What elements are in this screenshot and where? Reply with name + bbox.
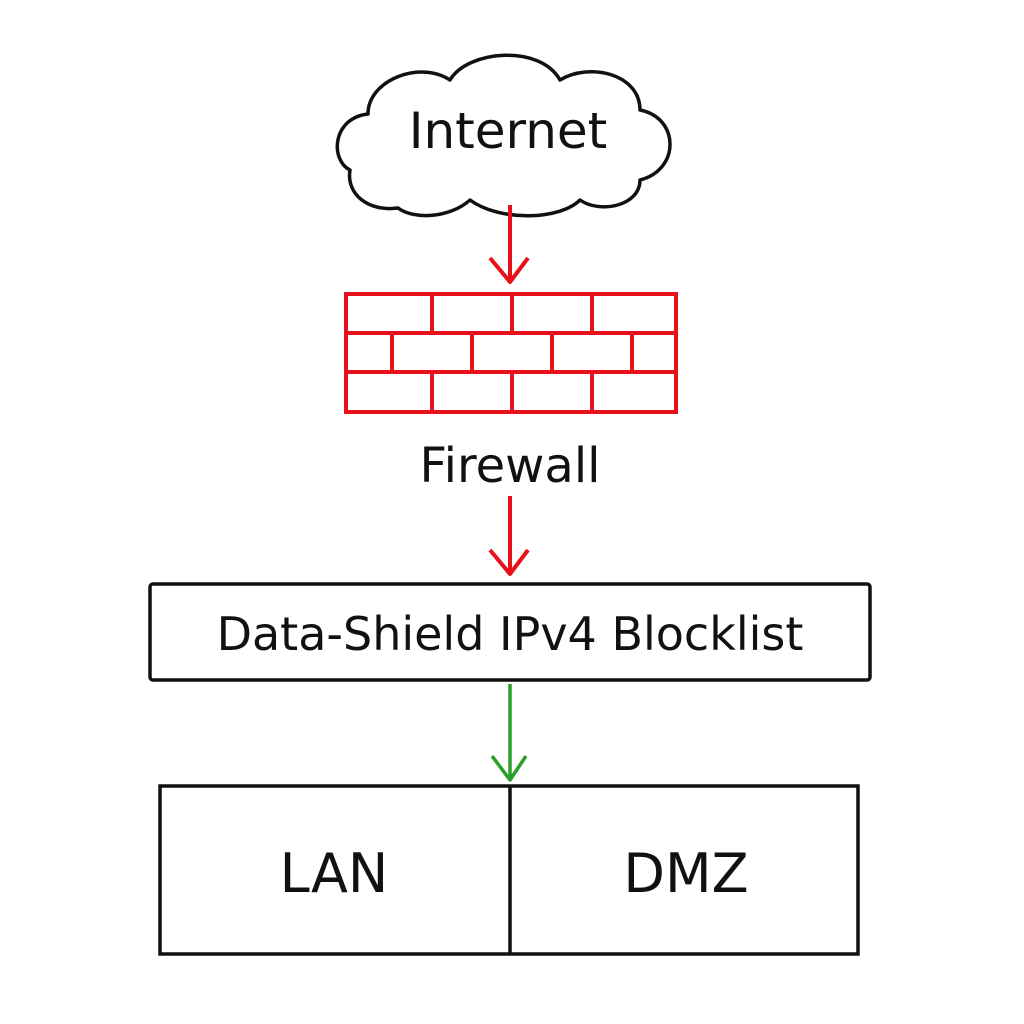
arrowhead-icon <box>488 256 530 284</box>
lan-label: LAN <box>280 842 389 905</box>
firewall-node: Firewall <box>344 292 678 494</box>
edge-internet-firewall <box>488 205 530 284</box>
arrowhead-icon <box>490 754 528 782</box>
edge-blocklist-network <box>490 684 528 782</box>
blocklist-box <box>148 582 872 682</box>
cloud-icon <box>335 53 672 218</box>
arrowhead-icon <box>488 548 530 576</box>
internet-node: Internet <box>335 53 672 218</box>
blocklist-node: Data-Shield IPv4 Blocklist <box>148 582 872 682</box>
brick-wall-icon <box>344 292 678 414</box>
firewall-label: Firewall <box>419 438 600 494</box>
dmz-label: DMZ <box>623 842 748 905</box>
internet-label: Internet <box>409 102 608 160</box>
edge-firewall-blocklist <box>488 496 530 576</box>
network-zones: LAN DMZ <box>158 784 860 956</box>
blocklist-label: Data-Shield IPv4 Blocklist <box>217 607 804 661</box>
